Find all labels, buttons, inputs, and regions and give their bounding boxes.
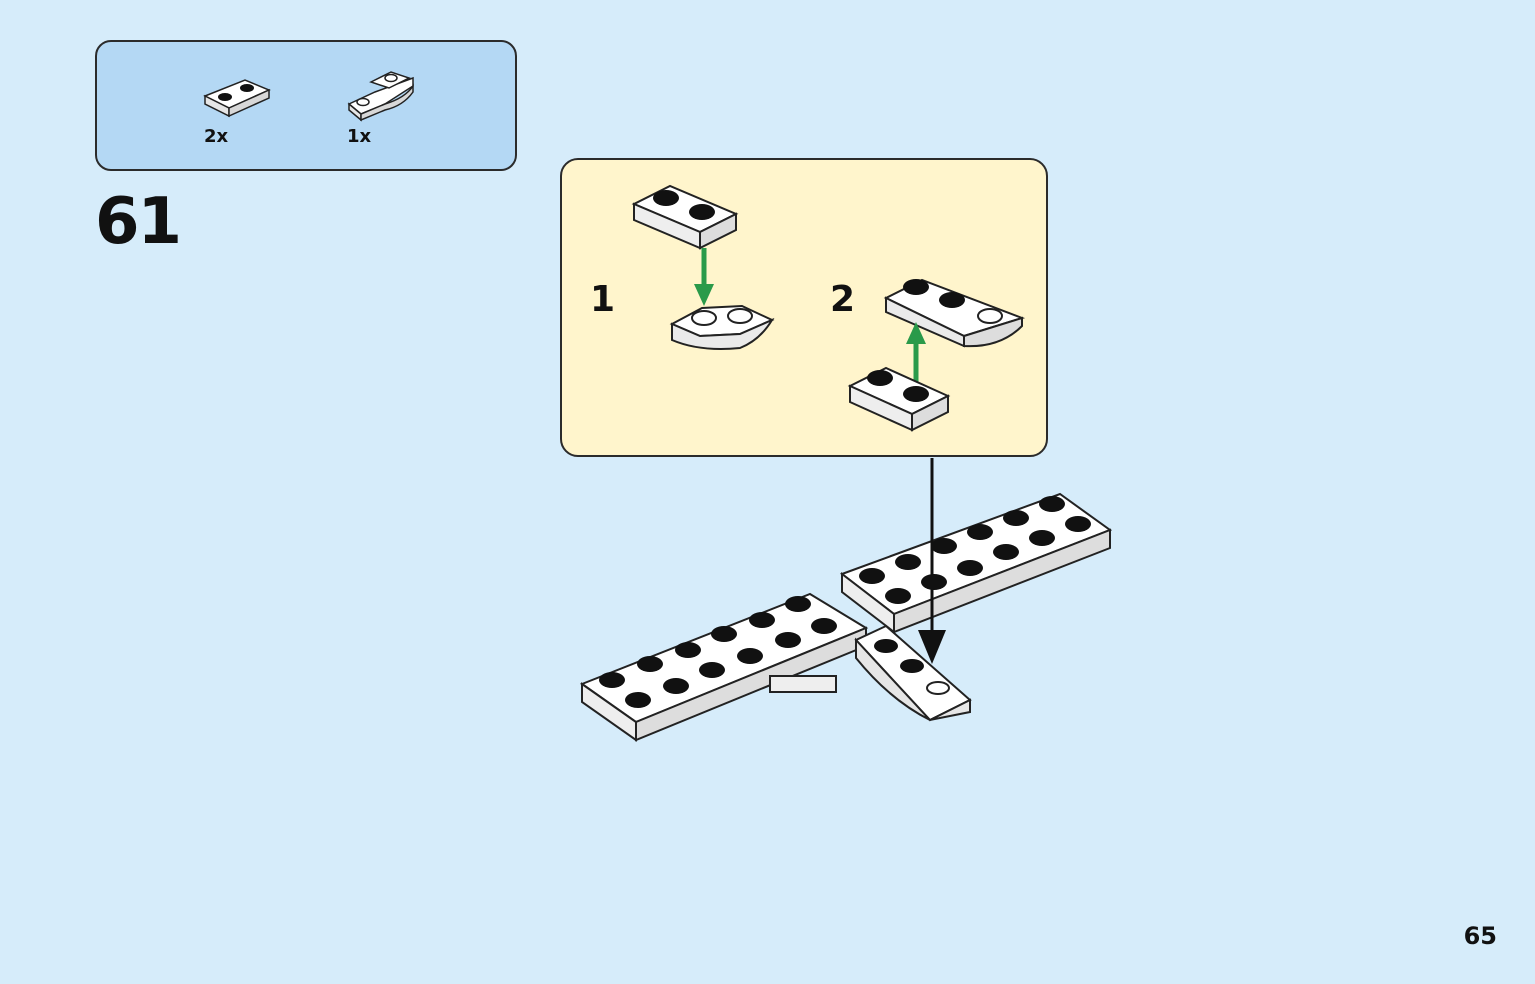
sub-step-number: 1 bbox=[590, 279, 616, 320]
wedge-plate-icon bbox=[345, 68, 419, 126]
green-arrow-down bbox=[694, 248, 714, 306]
sub-step-1-plate bbox=[631, 184, 739, 250]
sub-step-1-wedge bbox=[669, 304, 775, 350]
part-quantity: 1x bbox=[347, 126, 372, 147]
sub-step-number: 2 bbox=[830, 279, 856, 320]
part-quantity: 2x bbox=[204, 126, 229, 147]
sub-step-2-plate bbox=[847, 366, 951, 432]
placement-arrow bbox=[918, 458, 946, 664]
sub-step-2-wedge bbox=[883, 278, 1026, 348]
parts-list-box: 2x 1x bbox=[95, 40, 517, 171]
page-number: 65 bbox=[1463, 922, 1497, 950]
step-number: 61 bbox=[95, 185, 182, 259]
main-model bbox=[579, 492, 1113, 742]
plate-1x2-icon bbox=[201, 76, 273, 124]
